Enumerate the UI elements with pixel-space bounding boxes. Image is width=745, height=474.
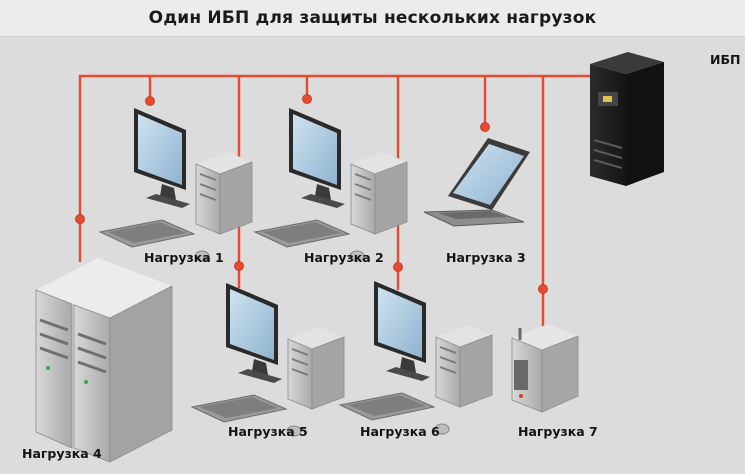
desktop-icon: [99, 107, 253, 262]
ups-label: ИБП: [710, 52, 740, 67]
network-device-icon: [511, 324, 579, 413]
load-2-label: Нагрузка 2: [304, 250, 384, 265]
title-bar: Один ИБП для защиты нескольких нагрузок: [0, 0, 745, 37]
load-4-label: Нагрузка 4: [22, 446, 102, 461]
load-5-label: Нагрузка 5: [228, 424, 308, 439]
load-6-label: Нагрузка 6: [360, 424, 440, 439]
desktop-icon: [191, 282, 345, 437]
load-1-label: Нагрузка 1: [144, 250, 224, 265]
desktop-icon: [339, 280, 493, 435]
load-7-label: Нагрузка 7: [518, 424, 598, 439]
ups-icon: [590, 52, 664, 186]
diagram-title: Один ИБП для защиты нескольких нагрузок: [148, 8, 597, 28]
laptop-icon: [423, 138, 530, 227]
load-3-label: Нагрузка 3: [446, 250, 526, 265]
cable-junctions: [75, 94, 548, 294]
desktop-icon: [254, 107, 408, 262]
server-icon: [35, 258, 173, 463]
